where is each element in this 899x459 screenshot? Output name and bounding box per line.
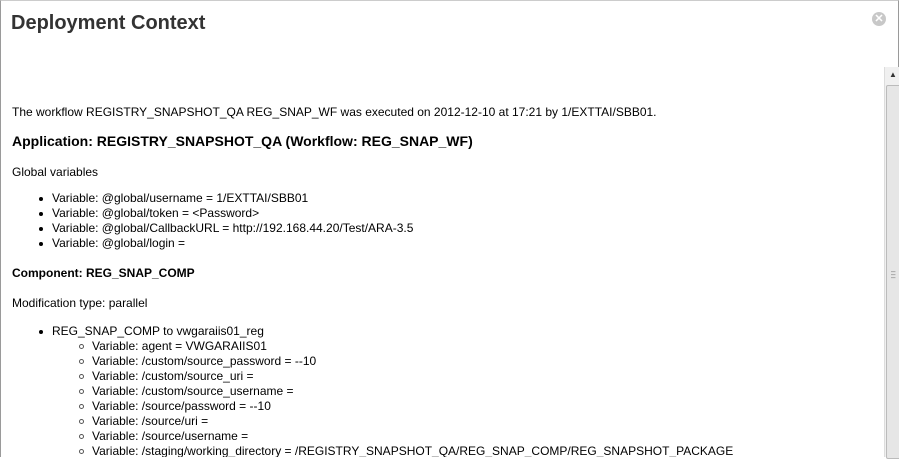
scroll-up-arrow-icon[interactable]: ▲ [889,70,897,79]
dialog-content: The workflow REGISTRY_SNAPSHOT_QA REG_SN… [2,63,884,457]
target-item: REG_SNAP_COMP to vwgaraiis01_reg [12,324,733,339]
list-item: Variable: @global/login = [12,236,413,251]
global-variables-list: Variable: @global/username = 1/EXTTAI/SB… [12,191,413,251]
vertical-scrollbar[interactable]: ▲ ––– [884,67,899,459]
list-item: Variable: @global/CallbackURL = http://1… [12,221,413,236]
list-item: Variable: agent = VWGARAIIS01 [12,339,733,354]
summary-text: The workflow REGISTRY_SNAPSHOT_QA REG_SN… [12,105,657,119]
list-item: Variable: /custom/source_uri = [12,369,733,384]
list-item: Variable: @global/token = <Password> [12,206,413,221]
list-item: Variable: /source/username = [12,429,733,444]
target-list: REG_SNAP_COMP to vwgaraiis01_reg Variabl… [12,324,733,457]
list-item: Variable: @global/username = 1/EXTTAI/SB… [12,191,413,206]
scrollbar-thumb[interactable]: ––– [886,85,899,459]
list-item: Variable: /custom/source_username = [12,384,733,399]
list-item: Variable: /staging/working_directory = /… [12,444,733,457]
list-item: Variable: /source/password = --10 [12,399,733,414]
dialog-title: Deployment Context [11,12,206,34]
modification-type: Modification type: parallel [12,296,148,310]
global-variables-label: Global variables [12,165,99,179]
application-heading: Application: REGISTRY_SNAPSHOT_QA (Workf… [12,133,473,149]
close-icon[interactable]: ✕ [872,12,886,26]
list-item: Variable: /custom/source_password = --10 [12,354,733,369]
list-item: Variable: /source/uri = [12,414,733,429]
component-heading: Component: REG_SNAP_COMP [12,266,195,280]
grip-icon: ––– [891,267,896,282]
